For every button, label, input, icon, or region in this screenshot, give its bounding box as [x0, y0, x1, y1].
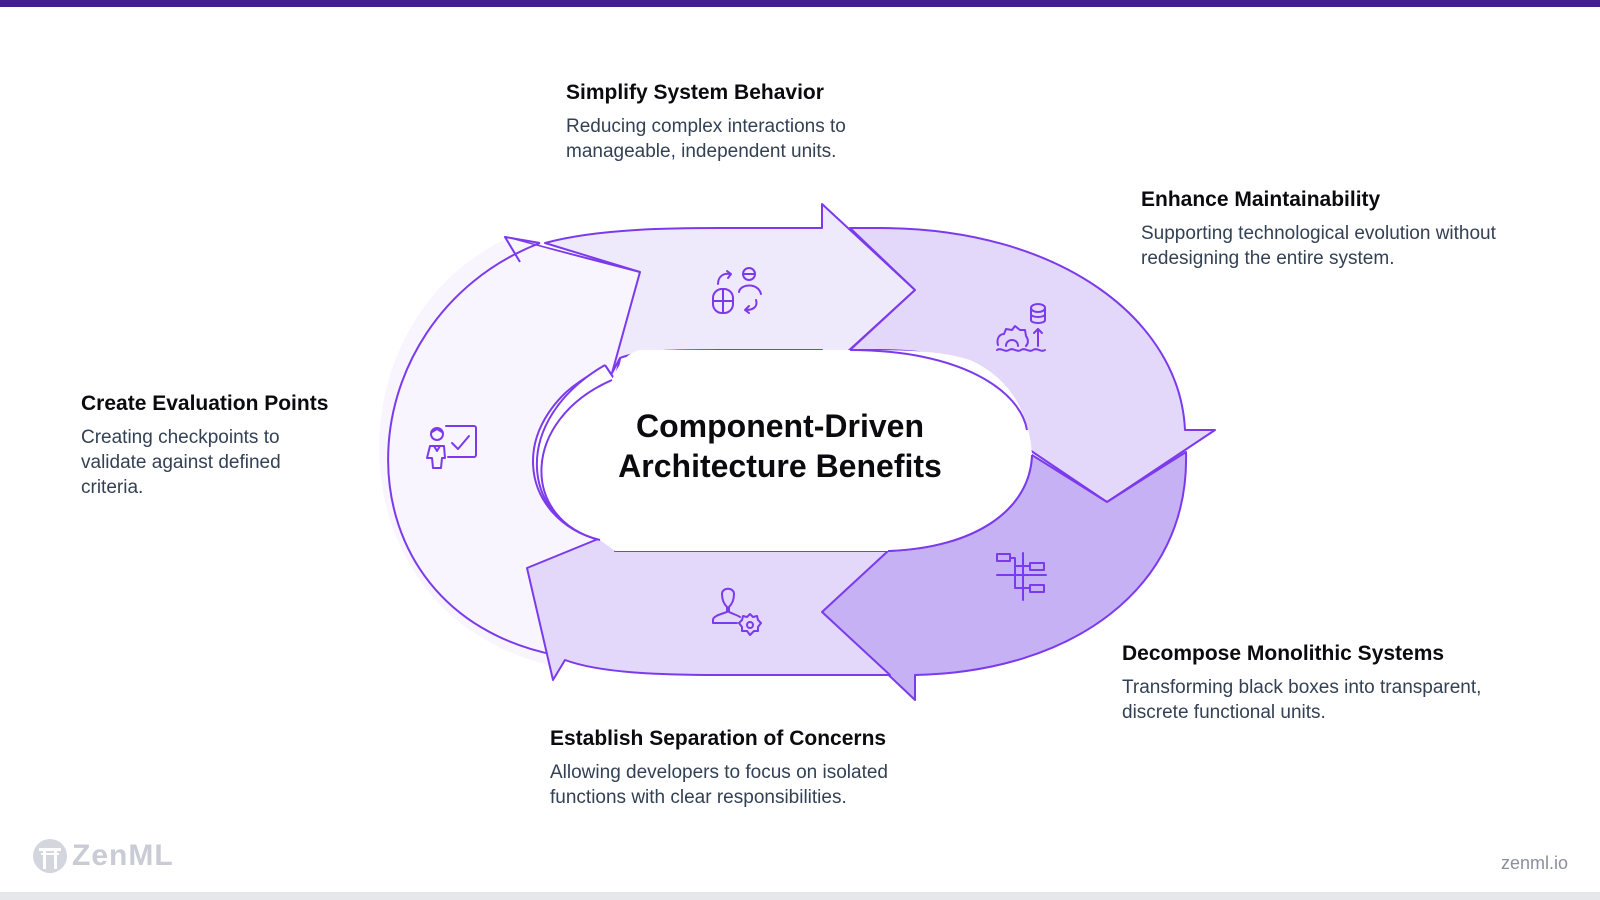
callout-title: Create Evaluation Points	[81, 392, 329, 415]
center-title-line-2: Architecture Benefits	[618, 448, 942, 484]
callout-description: Transforming black boxes into transparen…	[1122, 677, 1482, 723]
callout-establish-separation-of-concerns: Establish Separation of Concerns Allowin…	[550, 726, 970, 810]
torii-gate-icon	[33, 839, 67, 873]
callout-create-evaluation-points: Create Evaluation Points Creating checkp…	[81, 391, 361, 500]
presenter-checkmark-icon	[426, 425, 477, 469]
center-title: Component-Driven Architecture Benefits	[560, 406, 1000, 486]
callout-simplify-system-behavior: Simplify System Behavior Reducing comple…	[566, 80, 926, 164]
center-oval-outline-right	[849, 349, 1033, 552]
callout-title: Decompose Monolithic Systems	[1122, 642, 1445, 665]
segment-left-outline	[387, 242, 556, 656]
user-interaction-icon	[712, 267, 762, 314]
callout-title: Simplify System Behavior	[566, 81, 824, 104]
zenml-logo: ZenML	[32, 838, 174, 874]
callout-description: Creating checkpoints to validate against…	[81, 427, 281, 498]
callout-description: Reducing complex interactions to managea…	[566, 116, 846, 162]
hierarchy-tree-icon	[996, 552, 1047, 601]
center-oval	[541, 350, 1032, 551]
callout-enhance-maintainability: Enhance Maintainability Supporting techn…	[1141, 187, 1541, 271]
site-url: zenml.io	[1500, 853, 1568, 873]
brand-name: ZenML	[72, 839, 174, 872]
callout-title: Enhance Maintainability	[1141, 188, 1381, 211]
bottom-bar	[0, 892, 1600, 900]
callout-description: Supporting technological evolution witho…	[1141, 223, 1496, 269]
center-title-line-1: Component-Driven	[636, 408, 924, 444]
callout-title: Establish Separation of Concerns	[550, 727, 887, 750]
callout-decompose-monolithic-systems: Decompose Monolithic Systems Transformin…	[1122, 641, 1522, 725]
user-settings-icon	[712, 587, 762, 636]
top-accent-bar	[0, 0, 1600, 7]
center-oval-outline-left	[540, 379, 613, 541]
callout-description: Allowing developers to focus on isolated…	[550, 762, 888, 808]
database-gear-upgrade-icon	[996, 303, 1046, 352]
segment-establish-separation-of-concerns	[526, 529, 891, 681]
